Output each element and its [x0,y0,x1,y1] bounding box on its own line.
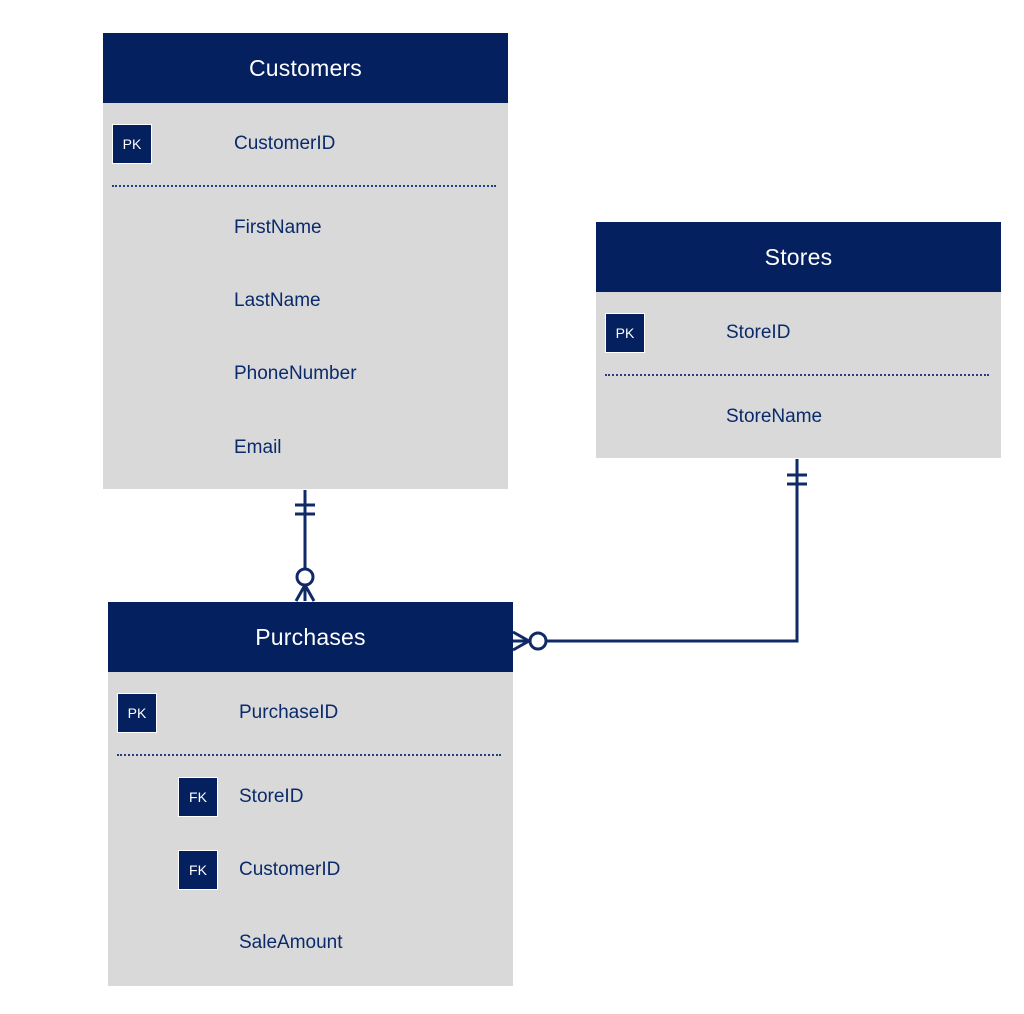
pk-badge: PK [605,313,645,353]
zero-circle-mark [295,567,315,587]
field-email: Email [234,437,282,458]
entity-customers[interactable]: Customers PK CustomerID FirstName LastNa… [103,33,508,489]
entity-purchases[interactable]: Purchases PK PurchaseID FK StoreID FK Cu… [108,602,513,986]
connector-line [546,459,799,643]
crowfoot-mark [512,639,530,652]
key-divider [605,374,989,376]
field-firstname: FirstName [234,217,322,238]
field-storeid: StoreID [726,322,791,343]
pk-badge: PK [117,693,157,733]
field-customerid: CustomerID [239,859,341,880]
field-saleamount: SaleAmount [239,932,343,953]
key-divider [112,185,496,187]
pk-badge: PK [112,124,152,164]
relationship-stores-purchases [512,459,807,652]
field-phonenumber: PhoneNumber [234,363,357,384]
entity-title: Stores [596,222,1001,292]
fk-badge: FK [178,850,218,890]
relationship-customers-purchases [294,490,316,602]
entity-title: Customers [103,33,508,103]
zero-circle-mark [528,631,548,651]
crowfoot-mark [303,584,316,602]
field-customerid: CustomerID [234,133,336,154]
field-storename: StoreName [726,406,823,427]
field-purchaseid: PurchaseID [239,702,339,723]
key-divider [117,754,501,756]
entity-stores[interactable]: Stores PK StoreID StoreName [596,222,1001,458]
fk-badge: FK [178,777,218,817]
field-lastname: LastName [234,290,321,311]
entity-title: Purchases [108,602,513,672]
field-storeid: StoreID [239,786,304,807]
